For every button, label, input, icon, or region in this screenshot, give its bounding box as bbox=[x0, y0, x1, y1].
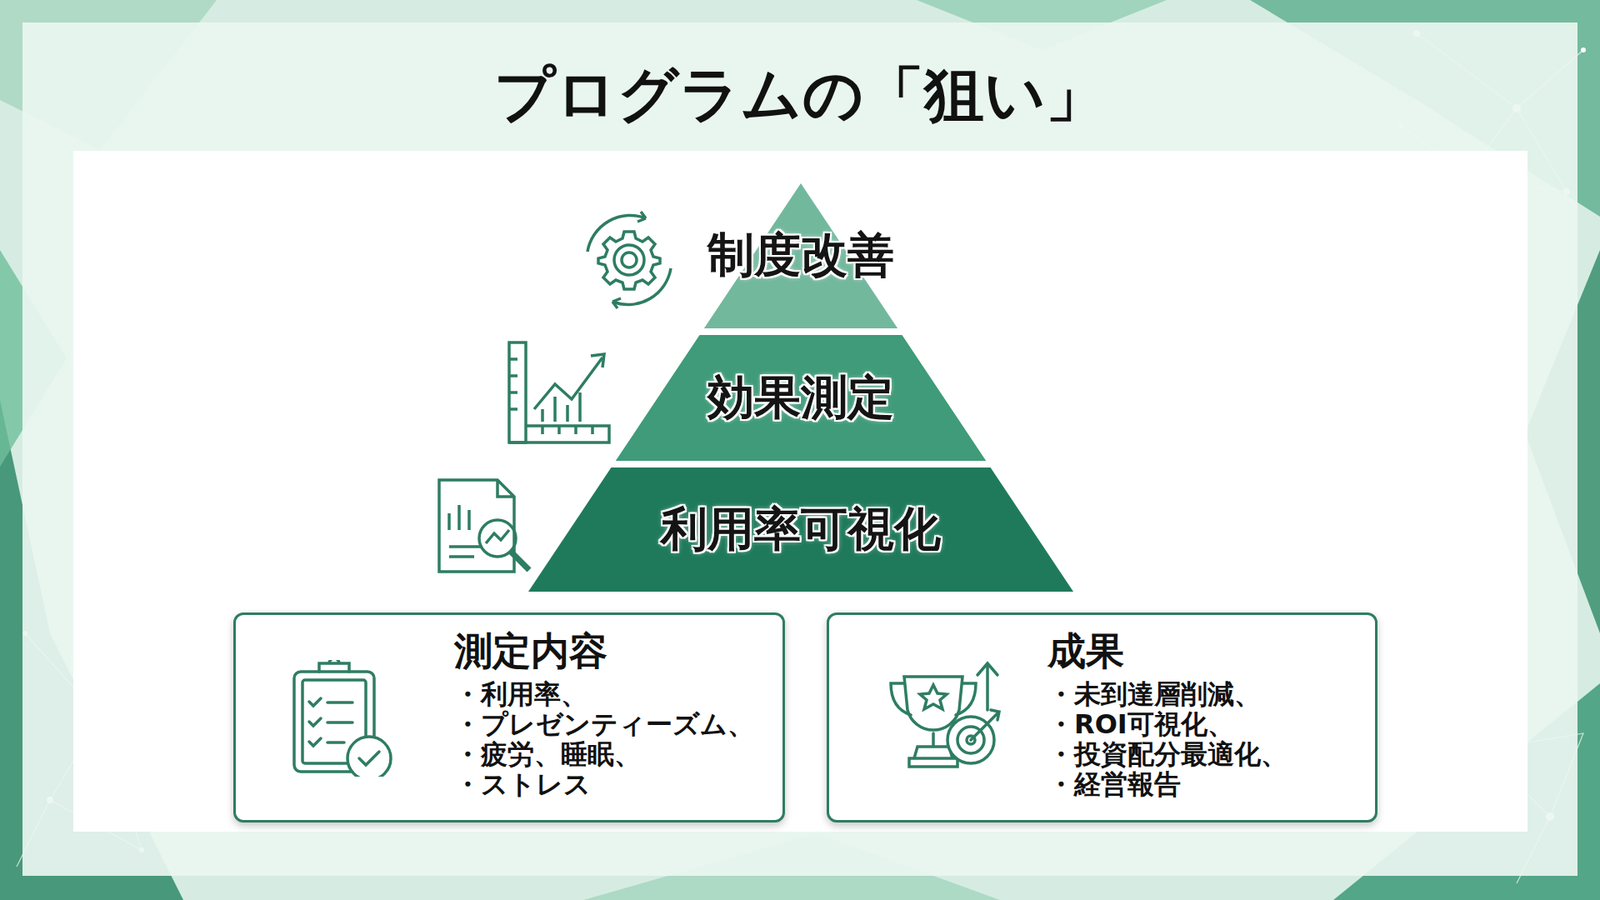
info-box: 測定内容・利用率、・プレゼンティーズム、・疲労、睡眠、・ストレス bbox=[233, 612, 785, 823]
bullet-item: ・経営報告 bbox=[1047, 769, 1365, 800]
bullet-item: ・プレゼンティーズム、 bbox=[454, 709, 773, 740]
band-label: 利用率可視化 bbox=[0, 498, 1600, 562]
bullet-item: ・未到達層削減、 bbox=[1047, 679, 1365, 710]
bullet-item: ・疲労、睡眠、 bbox=[454, 739, 773, 770]
pyramid-band: 利用率可視化 bbox=[0, 467, 1600, 592]
bullet-item: ・投資配分最適化、 bbox=[1047, 739, 1365, 770]
band-label: 制度改善 bbox=[0, 224, 1600, 288]
clipboard-icon bbox=[294, 660, 391, 777]
clipboard-illustration bbox=[285, 660, 403, 777]
box-heading: 成果 bbox=[1047, 628, 1365, 675]
trophy-illustration bbox=[887, 660, 1005, 777]
bullet-item: ・利用率、 bbox=[454, 679, 773, 710]
info-box: 成果・未到達層削減、・ROI可視化、・投資配分最適化、・経営報告 bbox=[826, 612, 1378, 823]
bullet-item: ・ストレス bbox=[454, 769, 773, 800]
band-fill bbox=[528, 467, 1074, 592]
trophy-icon bbox=[890, 663, 1000, 767]
text-column: 測定内容・利用率、・プレゼンティーズム、・疲労、睡眠、・ストレス bbox=[235, 615, 783, 811]
pyramid-band: 制度改善 bbox=[0, 183, 1600, 329]
text-column: 成果・未到達層削減、・ROI可視化、・投資配分最適化、・経営報告 bbox=[829, 615, 1375, 811]
band-fill bbox=[615, 335, 986, 461]
band-fill bbox=[704, 183, 898, 329]
band-label: 効果測定 bbox=[0, 366, 1600, 430]
box-heading: 測定内容 bbox=[454, 628, 773, 675]
slide-title: プログラムの「狙い」 bbox=[0, 58, 1600, 130]
pyramid-band: 効果測定 bbox=[0, 335, 1600, 461]
bullet-item: ・ROI可視化、 bbox=[1047, 709, 1365, 740]
